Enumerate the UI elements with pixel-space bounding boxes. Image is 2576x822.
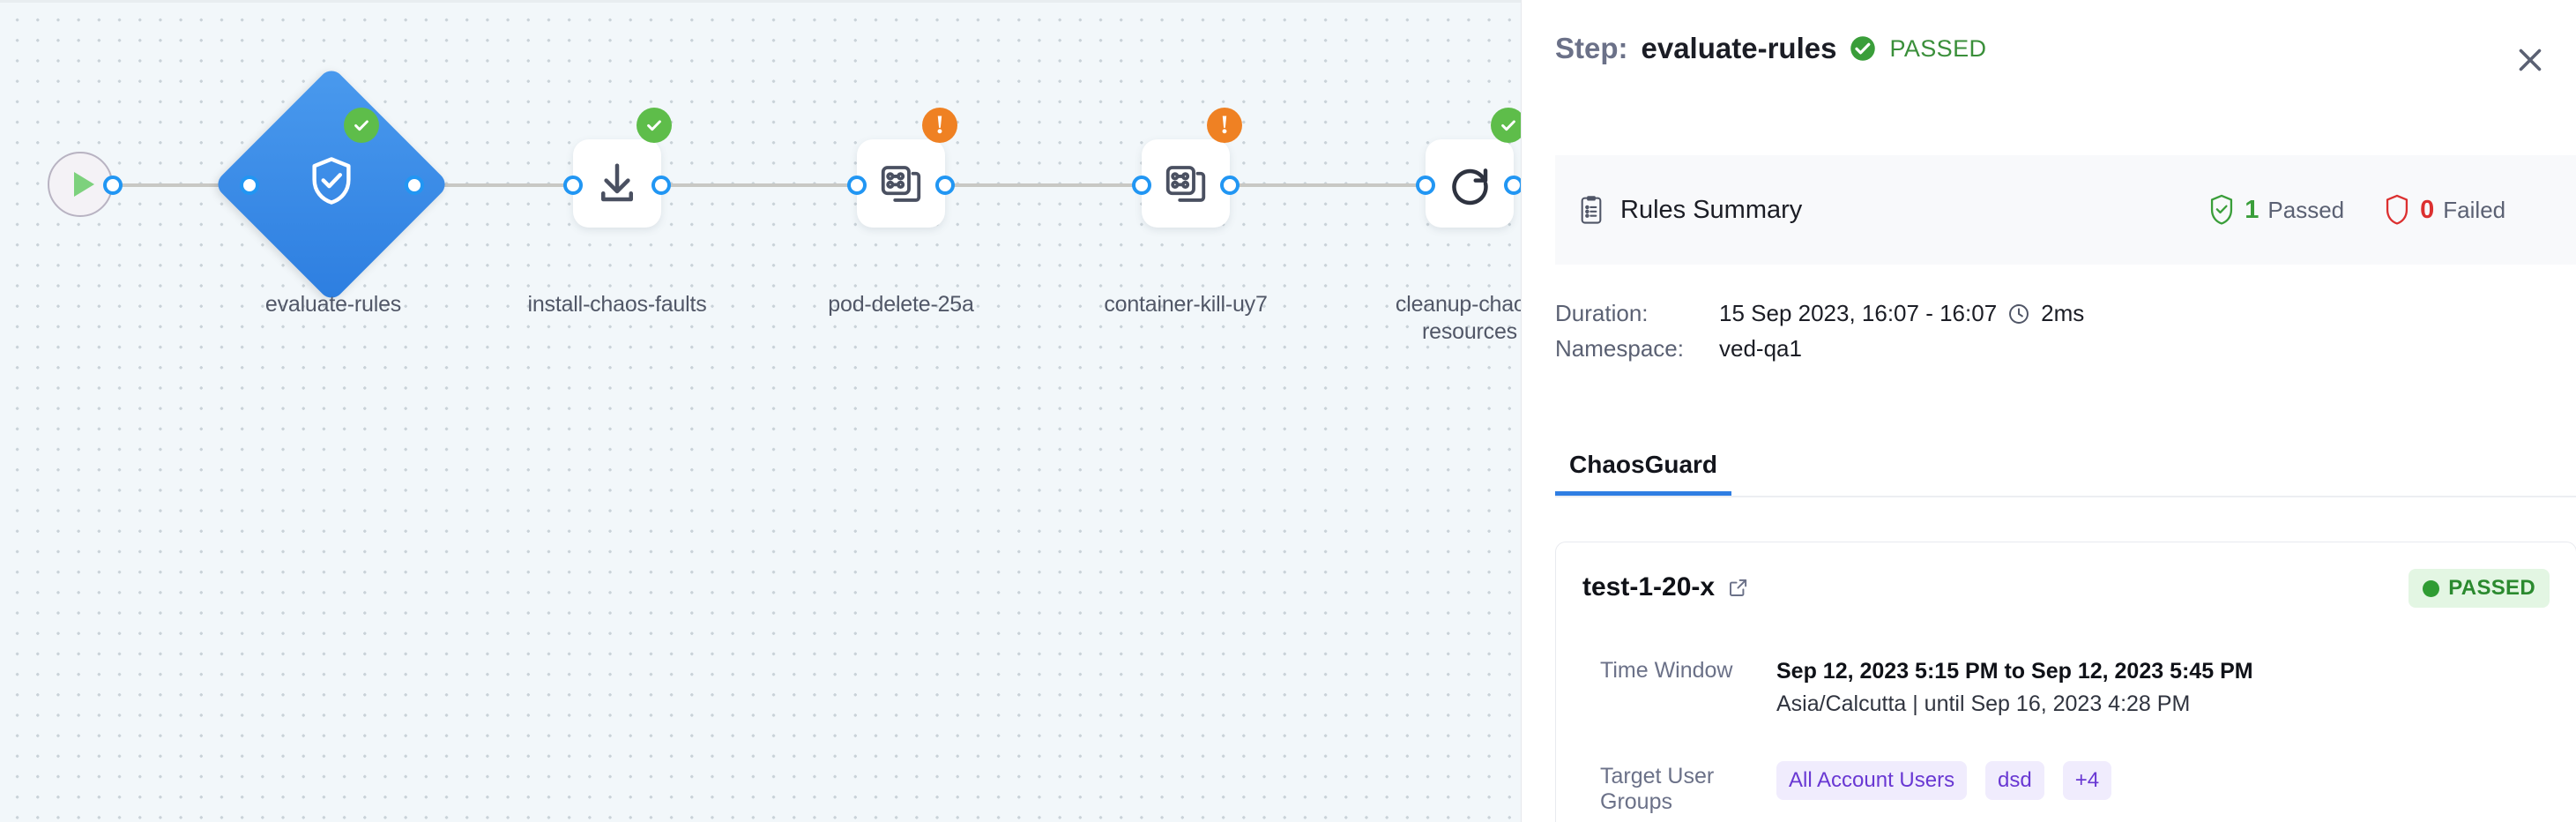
panel-header: Step: evaluate-rules PASSED — [1522, 0, 2576, 123]
step-title: Step: evaluate-rules PASSED — [1555, 32, 1986, 65]
status-badge-warning-pod-delete: ! — [922, 108, 957, 143]
node-container-kill-uy7[interactable] — [1142, 139, 1230, 228]
check-icon — [1501, 120, 1515, 131]
status-badge-success-evaluate-rules — [344, 108, 379, 143]
rules-failed-label: Failed — [2443, 196, 2506, 223]
user-group-chip[interactable]: dsd — [1985, 761, 2044, 800]
port-install-out[interactable] — [651, 176, 671, 195]
chaos-experiment-icon — [1165, 166, 1206, 202]
time-window-range: Sep 12, 2023 5:15 PM to Sep 12, 2023 5:4… — [1776, 659, 2253, 684]
time-window-value: Sep 12, 2023 5:15 PM to Sep 12, 2023 5:4… — [1776, 655, 2253, 721]
refresh-icon — [1452, 168, 1488, 206]
namespace-value: ved-qa1 — [1719, 335, 1802, 362]
rules-passed-label: Passed — [2267, 196, 2345, 223]
close-icon — [2519, 49, 2542, 71]
edge-container-kill-to-cleanup — [1229, 183, 1430, 187]
user-group-overflow-chip[interactable]: +4 — [2062, 761, 2112, 800]
status-badge-success-install — [637, 108, 672, 143]
namespace-key: Namespace: — [1555, 335, 1684, 362]
port-cleanup-out[interactable] — [1504, 176, 1521, 195]
status-badge-success-cleanup — [1491, 108, 1521, 143]
node-install-chaos-faults[interactable] — [573, 139, 661, 228]
node-pod-delete-25a[interactable] — [857, 139, 945, 228]
rules-failed-count: 0 — [2420, 195, 2435, 224]
rules-summary-stats: 1 Passed 0 Failed — [2207, 194, 2505, 226]
check-icon — [647, 120, 661, 131]
status-check-icon — [1850, 36, 1876, 61]
node-label-evaluate-rules: evaluate-rules — [264, 292, 402, 317]
edge-start-to-evaluate-rules — [113, 183, 258, 187]
port-start-out[interactable] — [103, 176, 123, 195]
step-prefix-label: Step: — [1555, 32, 1628, 64]
external-link-icon[interactable] — [1727, 576, 1750, 599]
exclamation-icon: ! — [935, 110, 944, 139]
status-badge-warning-container-kill: ! — [1207, 108, 1242, 143]
node-label-install-chaos-faults: install-chaos-faults — [527, 292, 707, 317]
clipboard-icon — [1581, 196, 1602, 224]
status-dot-icon — [2423, 579, 2440, 597]
target-user-groups-key: Target User Groups — [1600, 764, 1715, 814]
time-window-key: Time Window — [1600, 658, 1733, 683]
download-icon — [601, 163, 633, 202]
clock-icon — [2009, 303, 2029, 324]
port-evaluate-rules-out[interactable] — [405, 176, 424, 195]
rules-passed-stat: 1 Passed — [2207, 194, 2344, 226]
node-label-container-kill-uy7: container-kill-uy7 — [1104, 292, 1268, 317]
close-panel-button[interactable] — [2505, 35, 2555, 85]
port-evaluate-rules-in[interactable] — [240, 176, 259, 195]
step-details-panel: Step: evaluate-rules PASSED — [1521, 0, 2576, 822]
edge-install-to-pod-delete — [659, 183, 862, 187]
duration-range: 15 Sep 2023, 16:07 - 16:07 — [1719, 300, 1998, 326]
rules-failed-stat: 0 Failed — [2383, 194, 2505, 226]
rules-summary-card: Rules Summary 1 Passed 0 Failed — [1555, 155, 2576, 265]
rules-summary-heading: Rules Summary — [1578, 195, 1802, 225]
duration-elapsed: 2ms — [2041, 300, 2085, 326]
node-label-cleanup-chaos-resources: cleanup-chaos-resources — [1395, 292, 1521, 344]
play-icon — [73, 172, 94, 197]
time-window-timezone: Asia/Calcutta | until Sep 16, 2023 4:28 … — [1776, 691, 2191, 716]
edge-evaluate-rules-to-install — [411, 183, 577, 187]
duration-value: 15 Sep 2023, 16:07 - 16:07 2ms — [1719, 300, 2084, 327]
time-window-row: Time Window Sep 12, 2023 5:15 PM to Sep … — [1600, 655, 2253, 721]
port-container-kill-out[interactable] — [1220, 176, 1240, 195]
shield-icon — [2386, 194, 2408, 225]
shield-check-icon — [2211, 194, 2233, 225]
tab-chaosguard[interactable]: ChaosGuard — [1555, 451, 1732, 496]
target-user-groups-chips: All Account Users dsd +4 — [1776, 761, 2124, 800]
rules-passed-count: 1 — [2245, 195, 2260, 224]
rule-status-text: PASSED — [2448, 576, 2535, 600]
step-status-label: PASSED — [1889, 34, 1987, 62]
port-container-kill-in[interactable] — [1132, 176, 1151, 195]
rule-title: test-1-20-x — [1582, 572, 1716, 602]
node-label-pod-delete-25a: pod-delete-25a — [828, 292, 974, 317]
chaos-experiment-icon — [881, 166, 921, 202]
user-group-chip[interactable]: All Account Users — [1776, 761, 1968, 800]
step-name-label: evaluate-rules — [1641, 32, 1837, 64]
port-install-in[interactable] — [563, 176, 583, 195]
panel-tabs: ChaosGuard — [1555, 434, 2576, 497]
edge-pod-delete-to-container-kill — [945, 183, 1146, 187]
duration-row: Duration: 15 Sep 2023, 16:07 - 16:07 2ms — [1555, 300, 2084, 327]
duration-key: Duration: — [1555, 300, 1649, 326]
port-pod-delete-in[interactable] — [847, 176, 867, 195]
port-cleanup-in[interactable] — [1416, 176, 1435, 195]
rules-summary-title: Rules Summary — [1620, 195, 1803, 224]
target-user-groups-row: Target User Groups All Account Users dsd… — [1600, 761, 2124, 815]
port-pod-delete-out[interactable] — [935, 176, 955, 195]
pipeline-start-node[interactable] — [48, 152, 113, 217]
pipeline-canvas[interactable]: evaluate-rules install-chaos-faults — [0, 0, 1521, 822]
check-icon — [354, 120, 369, 131]
chaosguard-rule-card: test-1-20-x PASSED Time Window Sep 12, 2… — [1555, 542, 2576, 822]
node-cleanup-chaos-resources[interactable] — [1426, 139, 1514, 228]
canvas-top-border — [0, 0, 1521, 3]
rule-status-badge: PASSED — [2408, 569, 2550, 608]
rule-card-header: test-1-20-x — [1582, 572, 1750, 602]
exclamation-icon: ! — [1220, 110, 1229, 139]
namespace-row: Namespace: ved-qa1 — [1555, 335, 1802, 362]
